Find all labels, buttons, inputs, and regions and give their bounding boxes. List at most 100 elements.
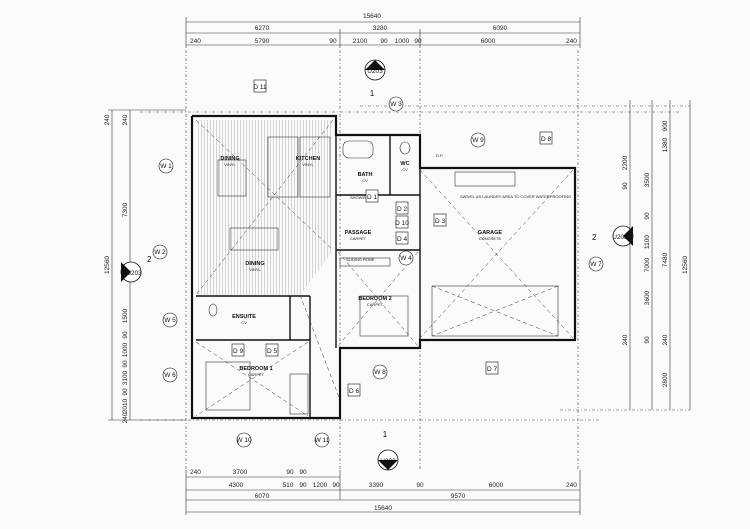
svg-text:U202: U202 bbox=[380, 458, 396, 465]
svg-text:D 9: D 9 bbox=[233, 348, 244, 355]
laundry-note: SWIVEL AS LAUNDRY AREA TO COVER WATERPRO… bbox=[460, 194, 571, 199]
dim-right-2200: 2200 bbox=[622, 155, 629, 170]
svg-text:CARPET: CARPET bbox=[248, 372, 265, 377]
svg-text:U202: U202 bbox=[612, 234, 628, 241]
svg-text:U203: U203 bbox=[367, 68, 383, 75]
door-tag-d1: D 1 bbox=[365, 189, 379, 203]
svg-text:CV: CV bbox=[362, 178, 368, 183]
window-tag-w8: W 8 bbox=[372, 364, 388, 380]
door-tag-d9: D 9 bbox=[231, 343, 245, 357]
svg-text:VINYL: VINYL bbox=[302, 162, 314, 167]
room-passage: PASSAGE CARPET bbox=[345, 230, 372, 241]
dim-bot-6070: 6070 bbox=[255, 493, 270, 500]
svg-text:W 11: W 11 bbox=[315, 437, 330, 444]
svg-text:KITCHEN: KITCHEN bbox=[296, 156, 320, 162]
dim-bot-240: 240 bbox=[190, 469, 201, 476]
svg-text:W 7: W 7 bbox=[590, 261, 602, 268]
window-tag-w2: W 2 bbox=[152, 244, 168, 260]
svg-text:U203: U203 bbox=[126, 270, 142, 277]
section-num-left: 2 bbox=[147, 255, 152, 264]
dim-top-6000: 6000 bbox=[481, 38, 496, 45]
dim-right-1100: 1100 bbox=[644, 235, 651, 249]
svg-text:W 1: W 1 bbox=[160, 163, 172, 170]
svg-text:D 4: D 4 bbox=[397, 236, 408, 243]
window-tag-w7: W 7 bbox=[588, 256, 604, 272]
section-marker-u203-top: U203 1 bbox=[364, 59, 386, 98]
dim-top-240b: 240 bbox=[566, 38, 577, 45]
dim-right-overall: 12560 bbox=[682, 256, 689, 274]
dim-bot-3390: 3390 bbox=[369, 482, 384, 489]
dim-left-90b: 90 bbox=[122, 360, 129, 368]
dim-right-7480: 7480 bbox=[662, 252, 669, 267]
svg-text:D 2: D 2 bbox=[397, 206, 408, 213]
dim-left-90c: 90 bbox=[122, 388, 129, 396]
dim-left-2010: 2010 bbox=[122, 398, 129, 413]
room-bedroom2: BEDROOM 2 CARPET bbox=[358, 296, 391, 307]
dim-bot-4300: 4300 bbox=[229, 482, 244, 489]
svg-text:D 5: D 5 bbox=[267, 348, 278, 355]
dim-left-240a: 240 bbox=[104, 114, 111, 125]
left-dimensions: 12560 7300 1500 90 1000 90 3100 90 2010 … bbox=[104, 109, 186, 423]
svg-text:ENSUITE: ENSUITE bbox=[232, 314, 256, 320]
room-bedroom1: BEDROOM 1 CARPET bbox=[239, 366, 272, 377]
dim-top-90a: 90 bbox=[329, 38, 337, 45]
dim-left-240c: 240 bbox=[122, 412, 129, 423]
section-num-top: 1 bbox=[370, 89, 375, 98]
dim-bot-9570: 9570 bbox=[451, 493, 466, 500]
dim-right-90c: 90 bbox=[644, 336, 651, 344]
svg-text:W 9: W 9 bbox=[472, 137, 484, 144]
window-tag-w1: W 1 bbox=[158, 158, 174, 174]
svg-text:CV: CV bbox=[402, 167, 408, 172]
svg-text:CV: CV bbox=[241, 320, 247, 325]
dim-bot-90d: 90 bbox=[332, 482, 340, 489]
room-kitchen: KITCHEN VINYL bbox=[296, 156, 320, 167]
svg-text:PASSAGE: PASSAGE bbox=[345, 230, 372, 236]
dim-left-1500: 1500 bbox=[122, 308, 129, 323]
dim-top-6270: 6270 bbox=[255, 25, 270, 32]
building bbox=[190, 114, 577, 420]
dim-right-3500: 3500 bbox=[644, 172, 651, 187]
svg-text:W 4: W 4 bbox=[400, 255, 412, 262]
door-tag-d8: D 8 bbox=[539, 131, 553, 145]
dim-bot-6000: 6000 bbox=[489, 482, 504, 489]
section-num-bottom: 1 bbox=[383, 430, 388, 439]
room-labels: DINING VINYL KITCHEN VINYL DINING VINYL … bbox=[220, 153, 571, 377]
door-tags: D 1 D 2 D 3 D 4 D 5 D 6 D 7 D 8 D 9 D 10… bbox=[231, 79, 553, 397]
room-ensuite: ENSUITE CV bbox=[232, 314, 256, 325]
svg-text:BEDROOM 1: BEDROOM 1 bbox=[239, 366, 272, 372]
dim-bot-90e: 90 bbox=[416, 482, 424, 489]
room-dining-top: DINING VINYL bbox=[220, 156, 239, 167]
dim-left-3100: 3100 bbox=[122, 370, 129, 385]
vinyl-floor-area bbox=[196, 120, 333, 295]
dim-right-2800: 2800 bbox=[662, 372, 669, 387]
svg-text:W 10: W 10 bbox=[236, 437, 252, 444]
sliding-robe-label: SLIDING ROBE bbox=[346, 257, 375, 262]
room-dining: DINING VINYL bbox=[245, 261, 264, 272]
svg-text:D 11: D 11 bbox=[253, 84, 267, 91]
dim-top-90b: 90 bbox=[380, 38, 388, 45]
dp-label: D.P. bbox=[436, 153, 443, 158]
window-tags: W 1 W 2 W 3 W 4 W 5 W 6 W 7 W 8 W 9 W 10… bbox=[152, 96, 604, 448]
door-tag-d11: D 11 bbox=[253, 79, 267, 93]
section-num-right: 2 bbox=[592, 233, 597, 242]
door-tag-d3: D 3 bbox=[433, 213, 447, 227]
svg-text:W 8: W 8 bbox=[374, 369, 386, 376]
svg-text:D 10: D 10 bbox=[395, 220, 409, 227]
dim-top-240a: 240 bbox=[190, 38, 201, 45]
grid-lines bbox=[140, 50, 690, 470]
top-dimensions: 15640 6270 3280 6090 240 5790 90 2100 90… bbox=[185, 13, 581, 48]
dim-right-3600: 3600 bbox=[644, 290, 651, 305]
svg-text:DINING: DINING bbox=[245, 261, 264, 267]
svg-text:CARPET: CARPET bbox=[367, 302, 384, 307]
dim-left-overall: 12560 bbox=[104, 256, 111, 274]
door-tag-d10: D 10 bbox=[395, 215, 409, 229]
dim-right-7000: 7000 bbox=[644, 257, 651, 272]
window-tag-w11: W 11 bbox=[315, 432, 330, 448]
window-tag-w10: W 10 bbox=[236, 432, 252, 448]
svg-text:D 8: D 8 bbox=[541, 136, 552, 143]
room-garage: GARAGE CONCRETE bbox=[478, 230, 502, 241]
dim-top-2100: 2100 bbox=[353, 38, 368, 45]
window-tag-w4: W 4 bbox=[398, 250, 414, 266]
dim-right-900: 900 bbox=[662, 120, 669, 131]
